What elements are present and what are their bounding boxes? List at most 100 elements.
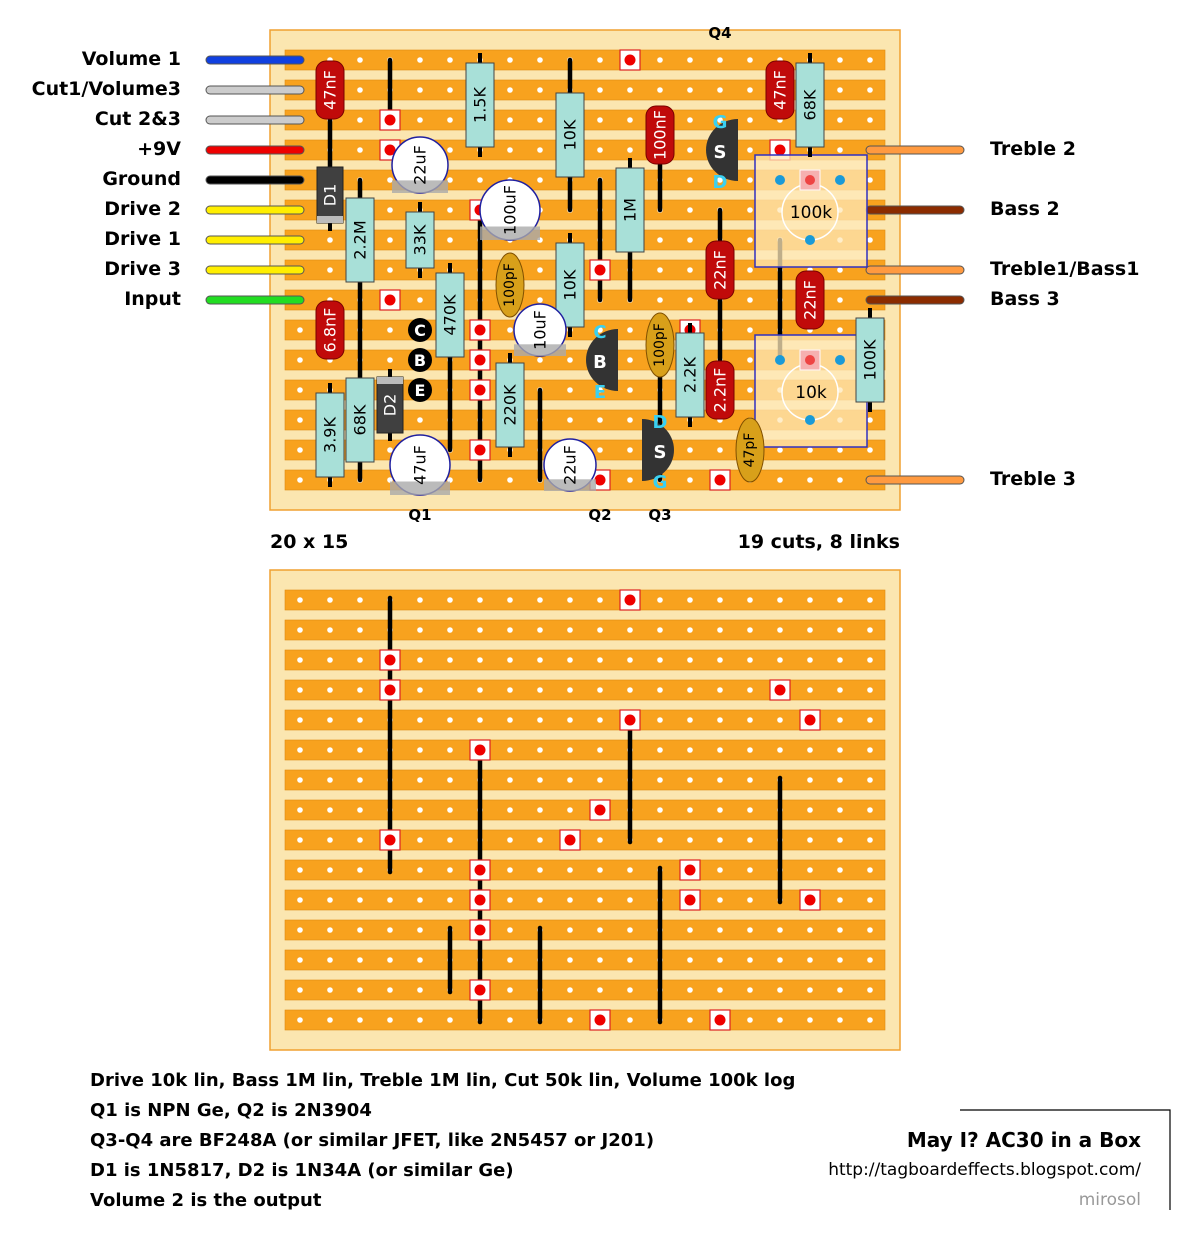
pot-10k-label: 10k: [795, 383, 827, 403]
hole: [657, 297, 663, 303]
hole: [687, 57, 693, 63]
hole: [777, 477, 783, 483]
wire-label-right: Treble 3: [990, 468, 1076, 490]
q4-pin-d: D: [713, 172, 728, 193]
hole: [807, 837, 813, 843]
hole: [627, 417, 633, 423]
hole: [567, 717, 573, 723]
elco-47uf-label: 47uF: [411, 445, 430, 485]
res-33k-label: 33K: [411, 224, 430, 255]
hole: [417, 597, 423, 603]
hole: [417, 687, 423, 693]
hole: [837, 597, 843, 603]
hole: [297, 927, 303, 933]
hole: [567, 417, 573, 423]
hole: [717, 657, 723, 663]
transistor-q3: D S G: [642, 412, 674, 493]
hole: [687, 657, 693, 663]
res-10k-a: 10K: [555, 83, 585, 187]
hole: [387, 987, 393, 993]
hole: [657, 237, 663, 243]
hole: [537, 657, 543, 663]
hole: [717, 837, 723, 843]
hole: [357, 717, 363, 723]
hole: [537, 597, 543, 603]
hole: [867, 117, 873, 123]
hole: [447, 177, 453, 183]
wire-label-right: Treble 2: [990, 138, 1076, 160]
hole: [447, 747, 453, 753]
res-33k: 33K: [405, 202, 435, 278]
hole: [357, 927, 363, 933]
hole: [627, 897, 633, 903]
hole: [687, 627, 693, 633]
hole: [357, 597, 363, 603]
hole: [627, 987, 633, 993]
hole: [357, 687, 363, 693]
copper-strip: [284, 379, 886, 401]
hole: [837, 987, 843, 993]
hole: [807, 447, 813, 453]
hole: [867, 417, 873, 423]
hole: [417, 297, 423, 303]
hole: [567, 897, 573, 903]
hole: [537, 897, 543, 903]
hole: [837, 837, 843, 843]
hole: [387, 357, 393, 363]
hole: [807, 657, 813, 663]
hole: [297, 987, 303, 993]
hole: [297, 417, 303, 423]
copper-strip: [284, 319, 886, 341]
hole: [837, 1017, 843, 1023]
hole: [357, 147, 363, 153]
strip-cut-dot: [804, 894, 816, 906]
hole: [717, 87, 723, 93]
hole: [327, 987, 333, 993]
hole: [867, 957, 873, 963]
wire-label-left: +9V: [137, 138, 181, 160]
hole: [837, 117, 843, 123]
hole: [867, 657, 873, 663]
hole: [477, 597, 483, 603]
hole: [597, 447, 603, 453]
cap-47nf-b-label: 47nF: [771, 70, 790, 110]
hole: [447, 687, 453, 693]
cap-100pf-a-label: 100pF: [502, 263, 518, 307]
hole: [597, 837, 603, 843]
copper-strip: [284, 739, 886, 761]
hole: [357, 657, 363, 663]
hole: [867, 597, 873, 603]
cuts-links-label: 19 cuts, 8 links: [738, 531, 900, 553]
hole: [567, 807, 573, 813]
hole: [327, 687, 333, 693]
hole: [657, 627, 663, 633]
hole: [837, 717, 843, 723]
hole: [867, 747, 873, 753]
hole: [717, 927, 723, 933]
hole: [597, 987, 603, 993]
credit-url[interactable]: http://tagboardeffects.blogspot.com/: [828, 1160, 1141, 1180]
res-10k-b: 10K: [555, 233, 585, 337]
q4-label: Q4: [708, 24, 731, 42]
hole: [507, 627, 513, 633]
hole: [507, 477, 513, 483]
hole: [567, 597, 573, 603]
hole: [837, 447, 843, 453]
hole: [627, 387, 633, 393]
cap-47pf-label: 47pF: [742, 433, 758, 468]
hole: [297, 747, 303, 753]
hole: [417, 87, 423, 93]
hole: [327, 1017, 333, 1023]
hole: [687, 777, 693, 783]
q1-pin-e: E: [415, 381, 426, 400]
hole: [327, 627, 333, 633]
hole: [807, 807, 813, 813]
hole: [327, 867, 333, 873]
hole: [597, 627, 603, 633]
hole: [807, 987, 813, 993]
strip-cut-dot: [474, 354, 486, 366]
hole: [507, 597, 513, 603]
hole: [537, 837, 543, 843]
hole: [327, 237, 333, 243]
